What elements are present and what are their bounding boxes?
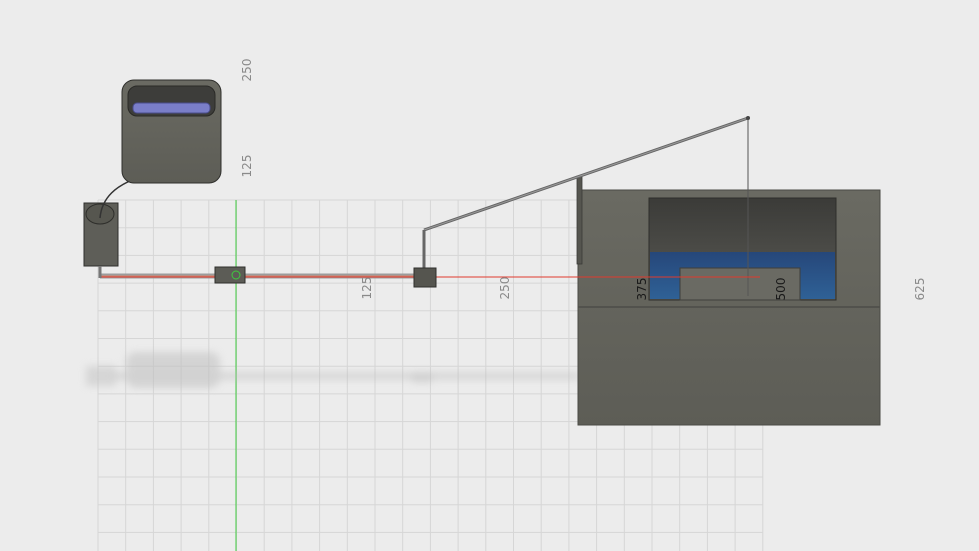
rod-connector-block[interactable]	[413, 267, 437, 288]
filter-cartridge[interactable]	[121, 79, 222, 184]
dim-label-125-vertical: 125	[240, 154, 254, 178]
dim-label-250-vertical: 250	[240, 58, 254, 82]
assembly-shadow	[86, 352, 580, 388]
filter-inner-ring	[132, 102, 211, 114]
submerged-block	[679, 267, 801, 301]
tank-enclosure[interactable]	[577, 189, 881, 426]
dim-label-625-horizontal: 625	[913, 277, 927, 301]
diagonal-rod[interactable]	[422, 116, 750, 272]
bracket-post[interactable]	[576, 175, 583, 265]
inline-valve[interactable]	[214, 266, 246, 284]
dim-label-500-horizontal: 500	[774, 277, 788, 301]
dim-label-125-horizontal: 125	[360, 276, 374, 300]
dim-label-250-horizontal: 250	[498, 276, 512, 300]
dim-label-375-horizontal: 375	[635, 277, 649, 301]
